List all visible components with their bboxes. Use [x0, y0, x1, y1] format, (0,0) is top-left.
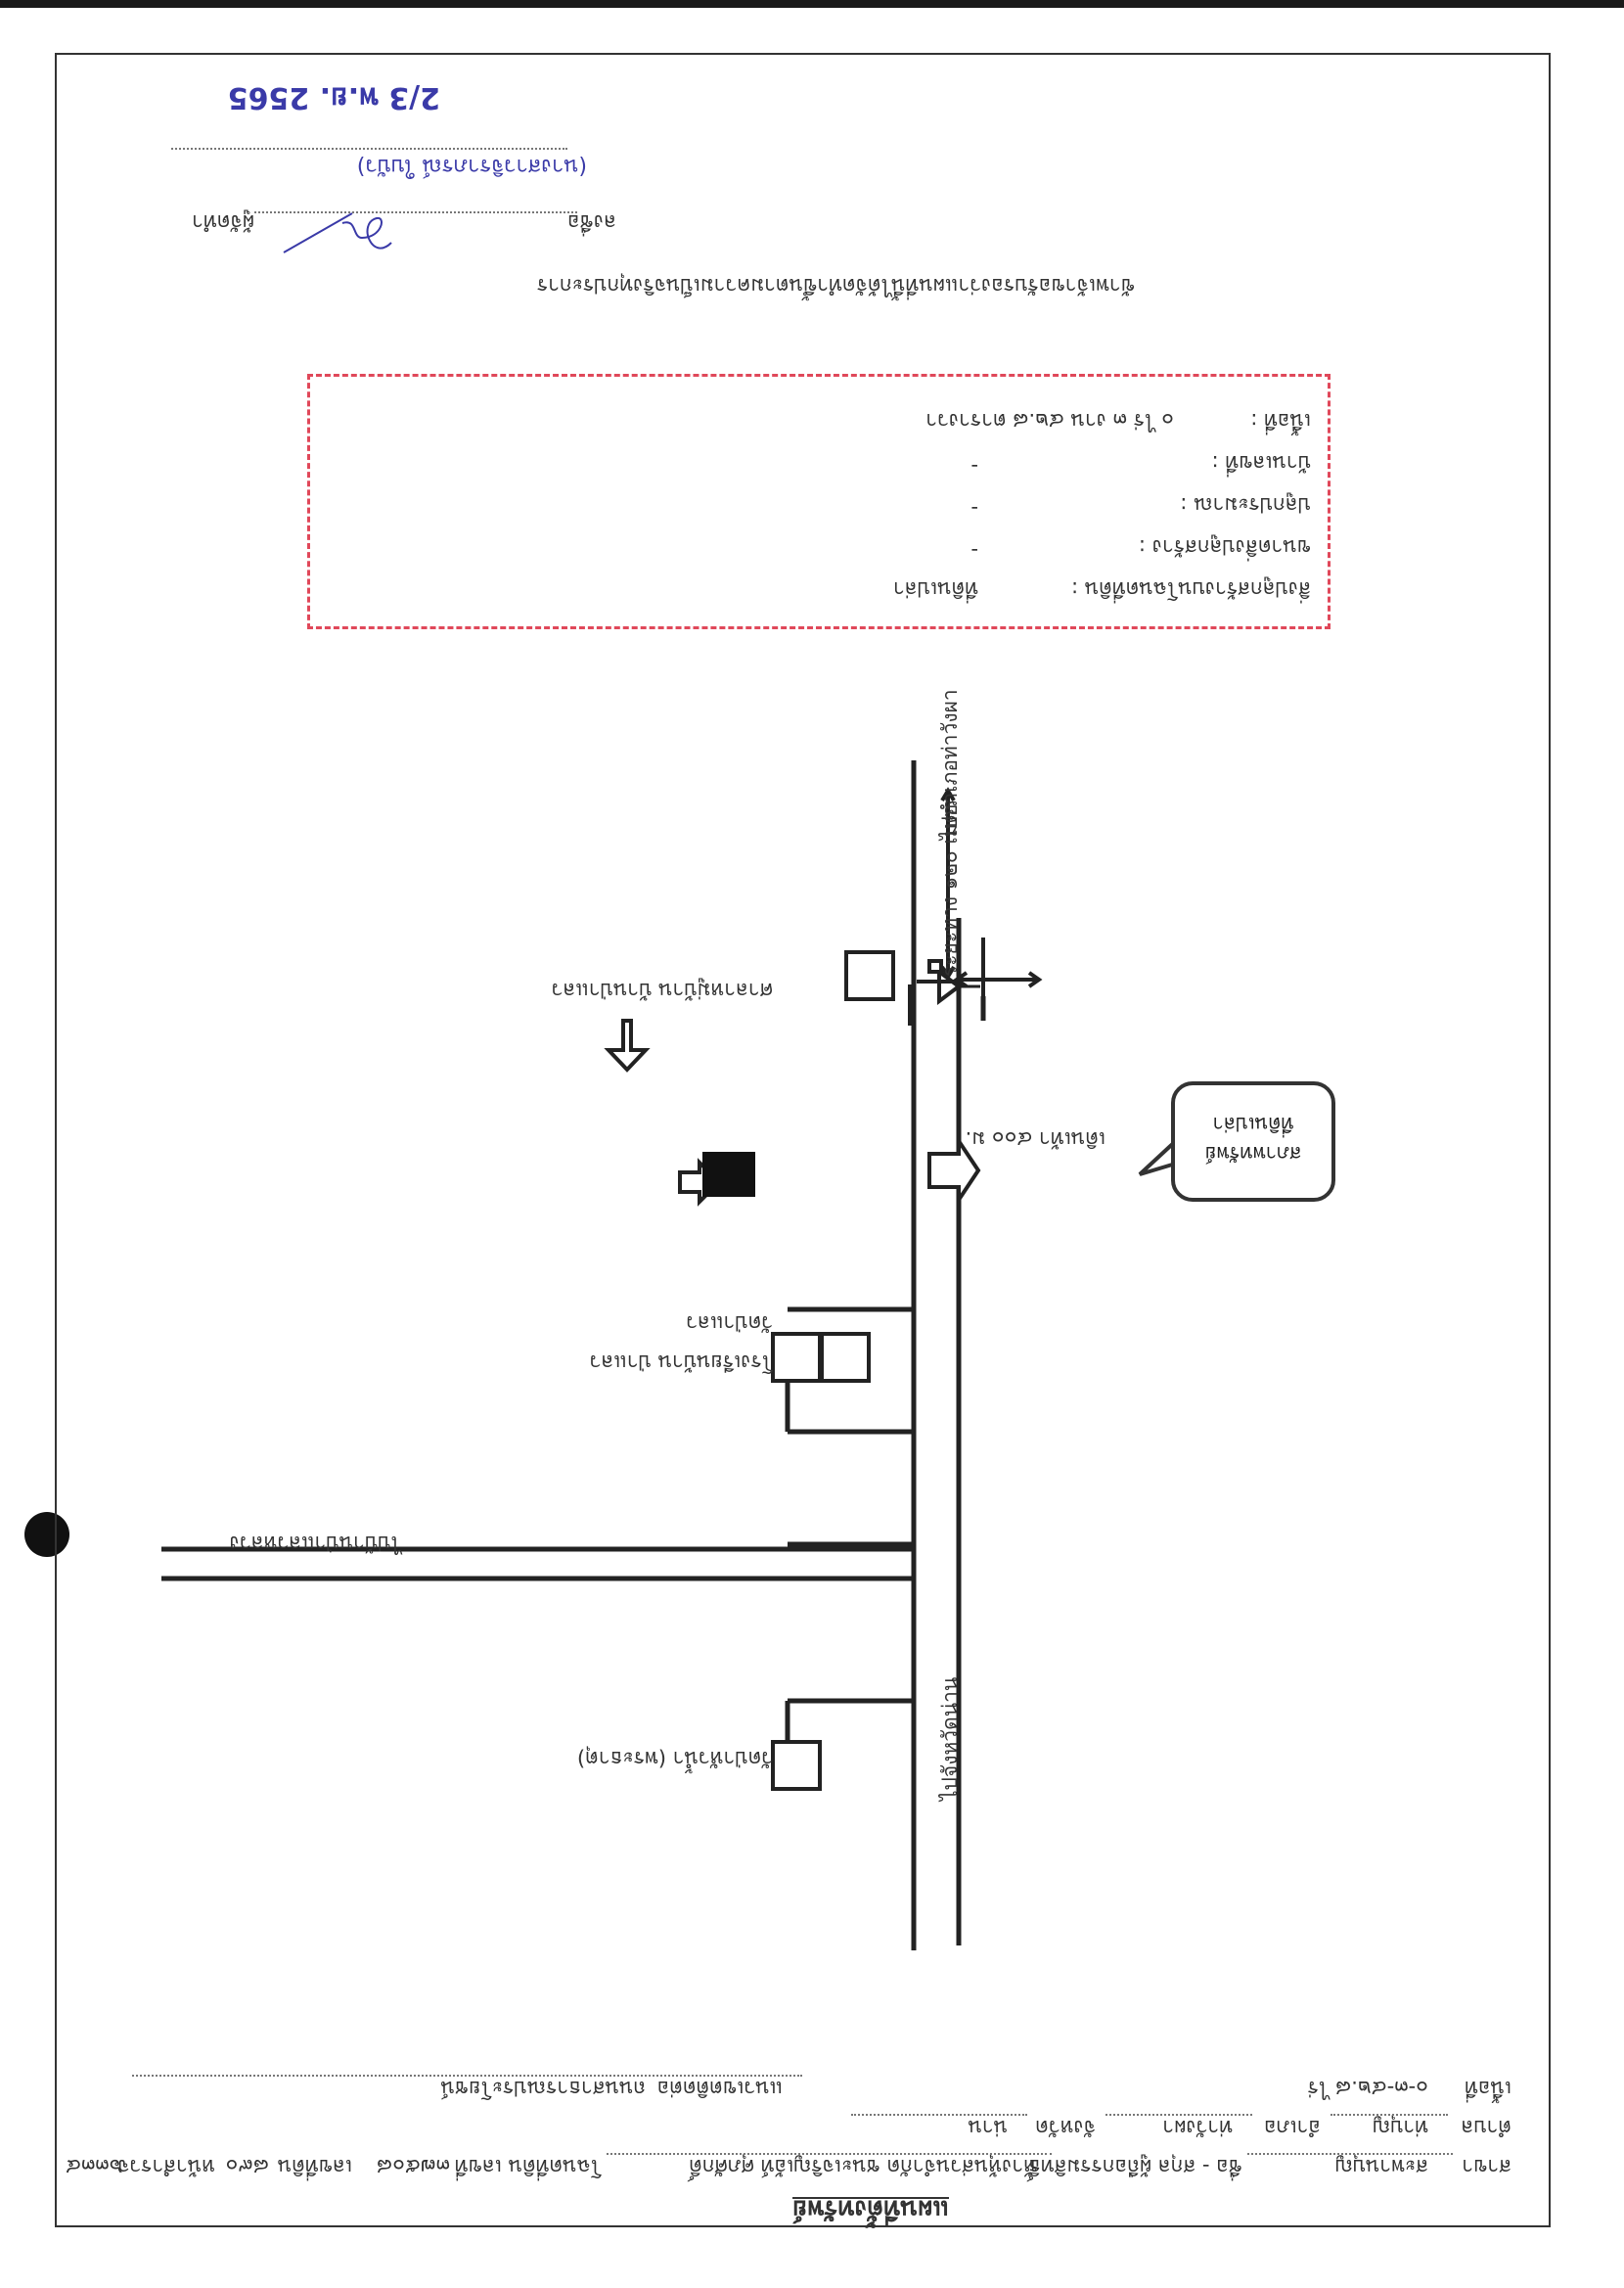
arrow-head-left: [937, 968, 963, 1005]
info-value: -: [970, 539, 978, 563]
direction-arrow-3: [604, 1019, 651, 1073]
info-key: สิ่งปลูกสร้างบนโฉนดที่ดิน :: [1071, 577, 1311, 601]
scan-edge: [0, 0, 1624, 8]
sign-suffix: ผู้จัดทำ: [192, 210, 254, 234]
property-bubble: สภาพทรัพย์ ที่ดินเปล่า: [1171, 1081, 1335, 1202]
road-label-bottom: ไปจังหวัดน่าน: [938, 1676, 962, 1801]
property-marker: [702, 1152, 755, 1197]
landmark-label: โรงเรียนบ้าน ป่าแลว: [589, 1350, 773, 1374]
landmark-box: [771, 1332, 822, 1383]
punch-hole: [24, 1512, 69, 1557]
info-key: เนื้อที่ :: [1250, 409, 1311, 433]
certify-text: ข้าพเจ้าขอรับรองว่าแผนที่นี้ได้จัดทำขึ้น…: [536, 274, 1135, 297]
info-key: ขนาดสิ่งปลูกสร้าง :: [1138, 535, 1311, 559]
handwritten-signature: [283, 212, 392, 253]
info-value: -: [970, 497, 978, 521]
sign-label: ลงชื่อ: [567, 210, 616, 234]
signer-name: (นางสาวจิราภรณ์ ใบบัว): [356, 154, 587, 178]
sign-date: 2/3 พ.ย. 2565: [227, 80, 440, 114]
landmark-label: ศาลาหมู่บ้าน บ้านป่าแลว: [551, 979, 773, 1002]
landmark-box: [820, 1332, 871, 1383]
distance-label: ระยะทาง ๑๒๐ เมตร: [938, 799, 962, 977]
info-key: บ้านเลขที่ :: [1211, 451, 1311, 475]
landmark-label: วัดป่าหัวน้ำ (พระธาตุ): [576, 1747, 773, 1770]
info-key: ปลูกประมาณ :: [1180, 493, 1311, 517]
landmark-label: วัดป่าแลว: [686, 1311, 773, 1335]
info-value: -: [970, 455, 978, 479]
info-value: ที่ดินเปล่า: [892, 577, 978, 601]
info-value: ๐ ไร่ ๓ งาน ๔๒.๘ ตารางวา: [925, 409, 1174, 433]
bubble-text: สภาพทรัพย์ ที่ดินเปล่า: [1204, 1113, 1302, 1166]
walk-label: เดินเท้า ๔๐๐ ม.: [965, 1127, 1105, 1151]
landmark-box: [844, 950, 895, 1001]
road-label-side: ไปบ้านป่าแลวหลวง: [229, 1532, 401, 1555]
landmark-box: [771, 1740, 822, 1791]
dotted-line: [171, 148, 567, 150]
direction-arrow-1: [927, 1134, 981, 1207]
